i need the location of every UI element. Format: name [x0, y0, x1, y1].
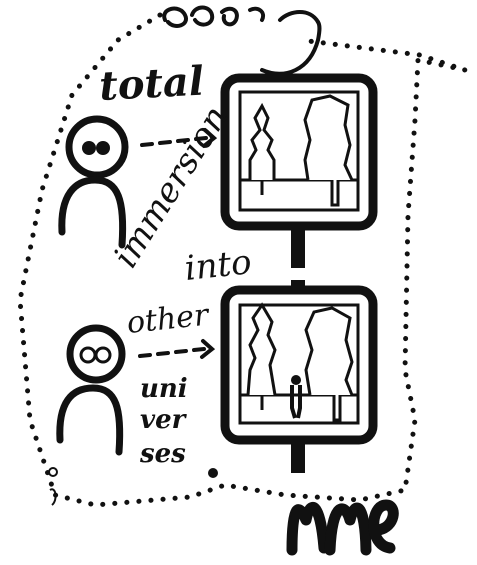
- word-uni: uni: [140, 374, 188, 404]
- margin-scribble-icon: [49, 468, 57, 505]
- tv-forest-person-icon: [225, 290, 373, 473]
- tv-forest-icon: [225, 78, 373, 268]
- dashed-arrow-icon: [140, 341, 212, 357]
- word-ver: ver: [140, 405, 188, 435]
- viewer-figure-icon: [62, 119, 125, 245]
- viewer-eyes-open-icon: [81, 348, 110, 362]
- bottom-scribble-icon: [292, 505, 393, 550]
- word-ses: ses: [139, 439, 186, 469]
- word-other: other: [125, 297, 211, 341]
- ink-dot: [208, 468, 218, 478]
- viewer-eyes-icon: [82, 141, 110, 155]
- viewer-figure-icon: [60, 328, 122, 452]
- word-total: total: [98, 58, 205, 110]
- word-into: into: [183, 242, 254, 289]
